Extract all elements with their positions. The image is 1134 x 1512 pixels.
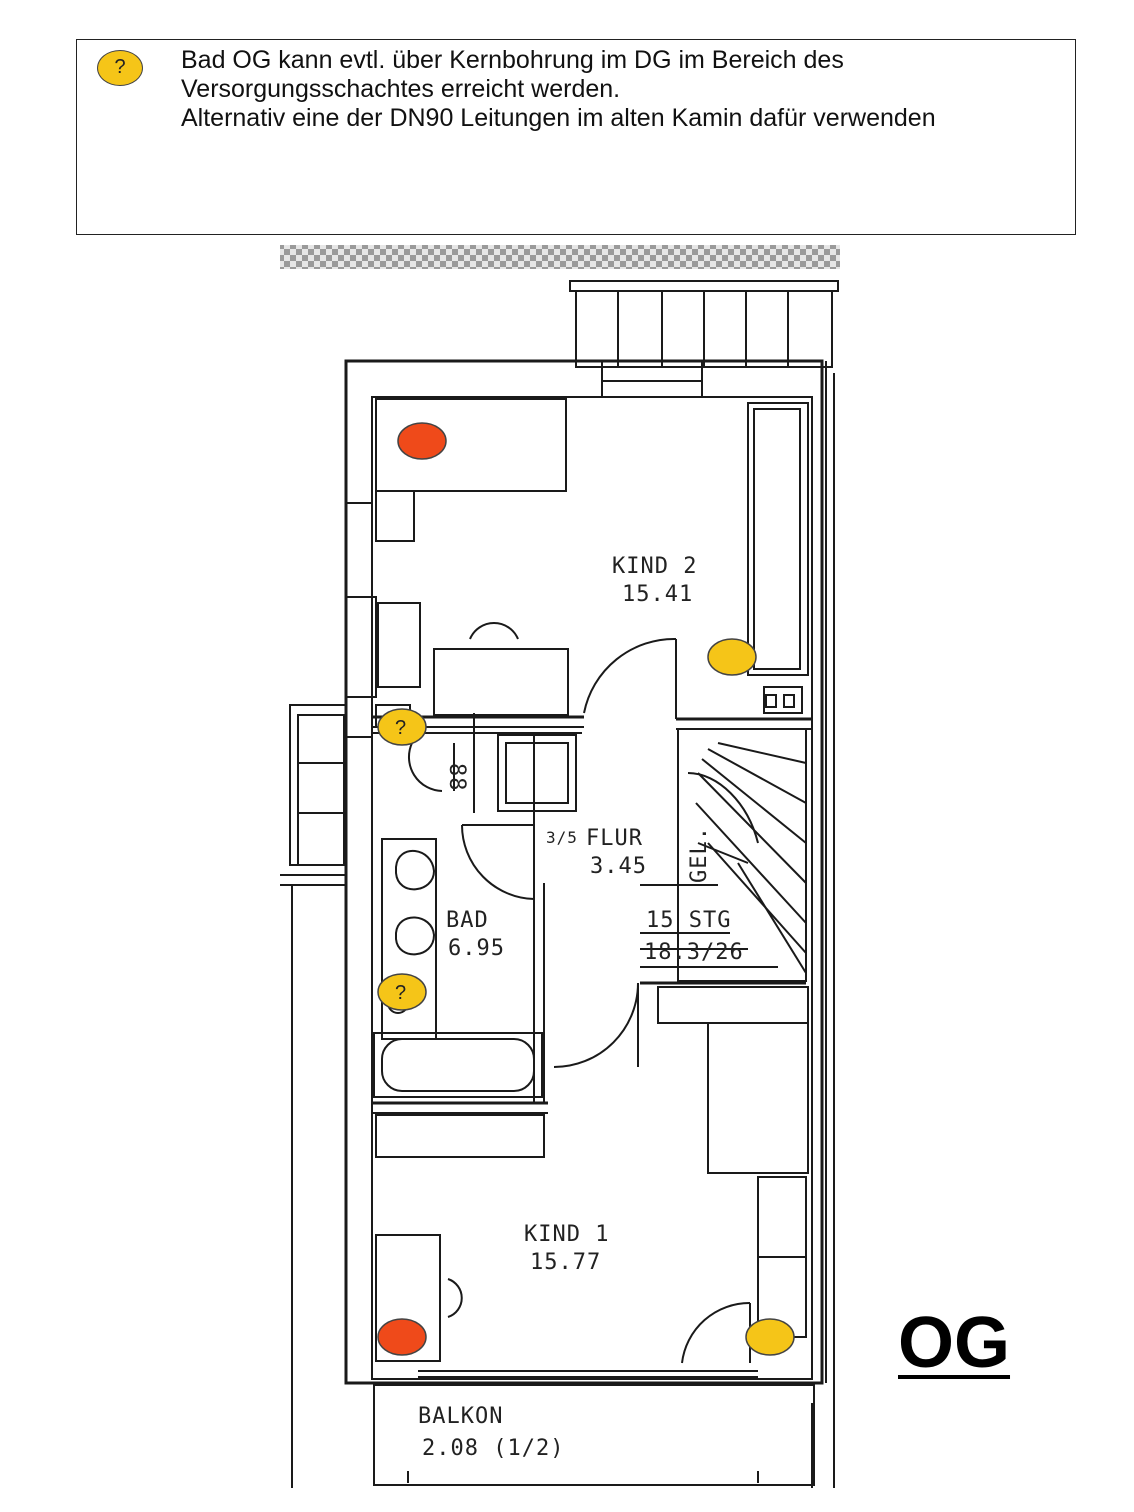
- question-marker-bad-label: ?: [395, 982, 406, 1004]
- room-balkon-area: 2.08 (1/2): [422, 1436, 564, 1461]
- yellow-marker-kind1: [745, 1318, 795, 1356]
- note-box: ? Bad OG kann evtl. über Kernbohrung im …: [76, 39, 1076, 235]
- room-kind1-name: KIND 1: [524, 1222, 609, 1247]
- question-marker-bad: [377, 973, 427, 1011]
- room-balkon-name: BALKON: [418, 1404, 503, 1429]
- dim-bath-width: 88: [444, 763, 469, 792]
- room-flur-name: FLUR: [586, 826, 643, 851]
- note-text: Bad OG kann evtl. über Kernbohrung im DG…: [181, 46, 936, 132]
- floor-plan: KIND 2 15.41 FLUR 3.45 BAD 6.95 KIND 1 1…: [278, 243, 840, 1488]
- room-flur-area: 3.45: [590, 854, 647, 879]
- question-marker-icon: ?: [97, 50, 143, 86]
- room-kind2-area: 15.41: [622, 582, 693, 607]
- room-bad-area: 6.95: [448, 936, 505, 961]
- floor-label: OG: [898, 1303, 1011, 1383]
- stairs-ratio-label: 18.3/26: [644, 940, 744, 965]
- question-marker-shaft-label: ?: [395, 717, 406, 739]
- dim-door: 3/5: [546, 828, 578, 847]
- red-marker-kind1: [377, 1318, 427, 1356]
- question-marker-shaft: [377, 708, 427, 746]
- room-kind1-area: 15.77: [530, 1250, 601, 1275]
- room-bad-name: BAD: [446, 908, 489, 933]
- floor-plan-drawing: KIND 2 15.41 FLUR 3.45 BAD 6.95 KIND 1 1…: [280, 245, 840, 1488]
- yellow-marker-kind2: [707, 638, 757, 676]
- stairs-steps-label: 15 STG: [646, 908, 731, 933]
- roof-edge-strip: [280, 245, 840, 269]
- stairs-gel-label: GEL.: [687, 826, 712, 883]
- red-marker-kind2: [397, 422, 447, 460]
- room-kind2-name: KIND 2: [612, 554, 697, 579]
